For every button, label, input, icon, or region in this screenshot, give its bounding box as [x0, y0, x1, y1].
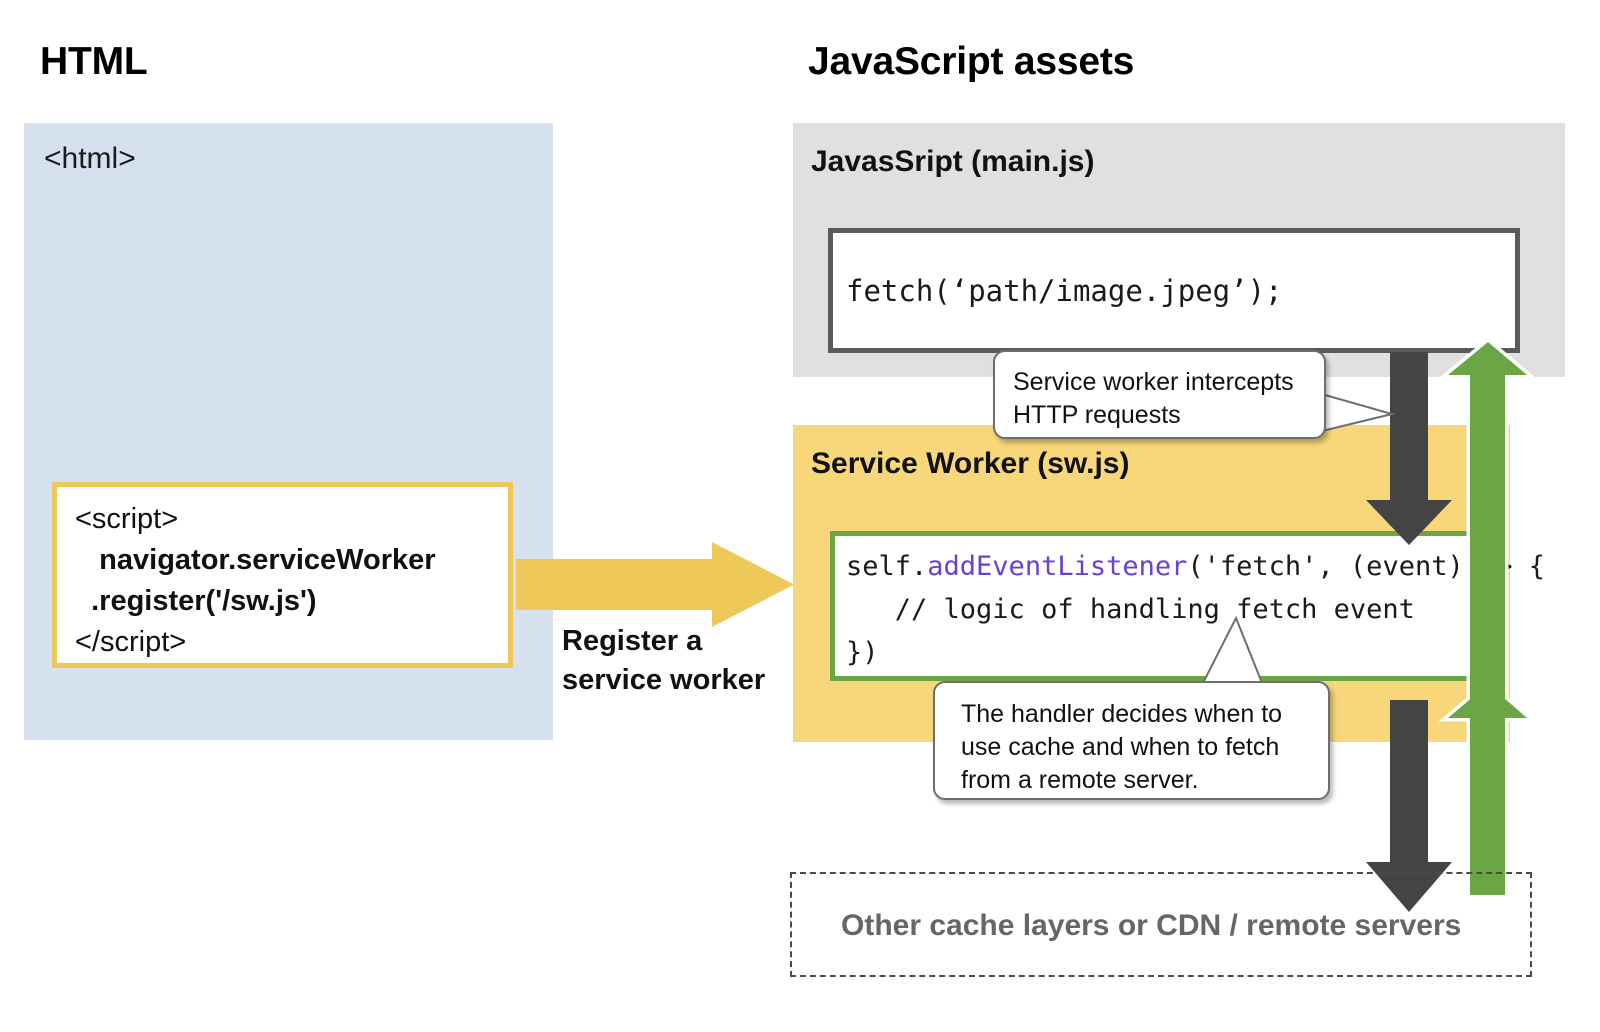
- sw-code-comment: // logic of handling fetch event: [846, 594, 1415, 625]
- callout-handler-line2: use cache and when to fetch: [961, 733, 1280, 761]
- callout-intercept: Service worker intercepts HTTP requests: [993, 350, 1326, 439]
- service-worker-code-text: self.addEventListener('fetch', (event) =…: [846, 545, 1545, 674]
- callout-intercept-line2: HTTP requests: [1013, 401, 1181, 429]
- script-code-box: <script> navigator.serviceWorker .regist…: [52, 482, 513, 668]
- callout-handler-line1: The handler decides when to: [961, 700, 1283, 728]
- remote-servers-box: [790, 872, 1532, 977]
- service-worker-panel-label: Service Worker (sw.js): [811, 447, 1130, 480]
- register-arrow-icon: [516, 542, 794, 627]
- script-line-navigator: navigator.serviceWorker: [75, 544, 436, 576]
- mainjs-panel-label: JavasSript (main.js): [811, 145, 1095, 178]
- html-section-title: HTML: [40, 40, 148, 83]
- register-arrow-label: Register a service worker: [562, 622, 802, 700]
- sw-code-method: addEventListener: [927, 551, 1188, 582]
- callout-intercept-line1: Service worker intercepts: [1013, 368, 1294, 396]
- service-worker-code-box: [830, 531, 1490, 681]
- callout-handler: The handler decides when to use cache an…: [933, 681, 1330, 800]
- script-line-open: <script>: [75, 503, 179, 535]
- fetch-code-text: fetch(‘path/image.jpeg’);: [846, 274, 1283, 308]
- remote-servers-label: Other cache layers or CDN / remote serve…: [841, 909, 1462, 942]
- html-tag-label: <html>: [44, 142, 136, 175]
- sw-code-self: self.: [846, 551, 928, 582]
- script-line-close: </script>: [75, 626, 187, 658]
- sw-code-args: ('fetch', (event) => {: [1187, 551, 1545, 582]
- callout-handler-line3: from a remote server.: [961, 766, 1199, 794]
- script-line-register: .register('/sw.js'): [75, 585, 317, 617]
- register-label-line1: Register a service worker: [562, 625, 766, 696]
- javascript-section-title: JavaScript assets: [808, 40, 1135, 83]
- sw-code-close: }): [846, 637, 879, 668]
